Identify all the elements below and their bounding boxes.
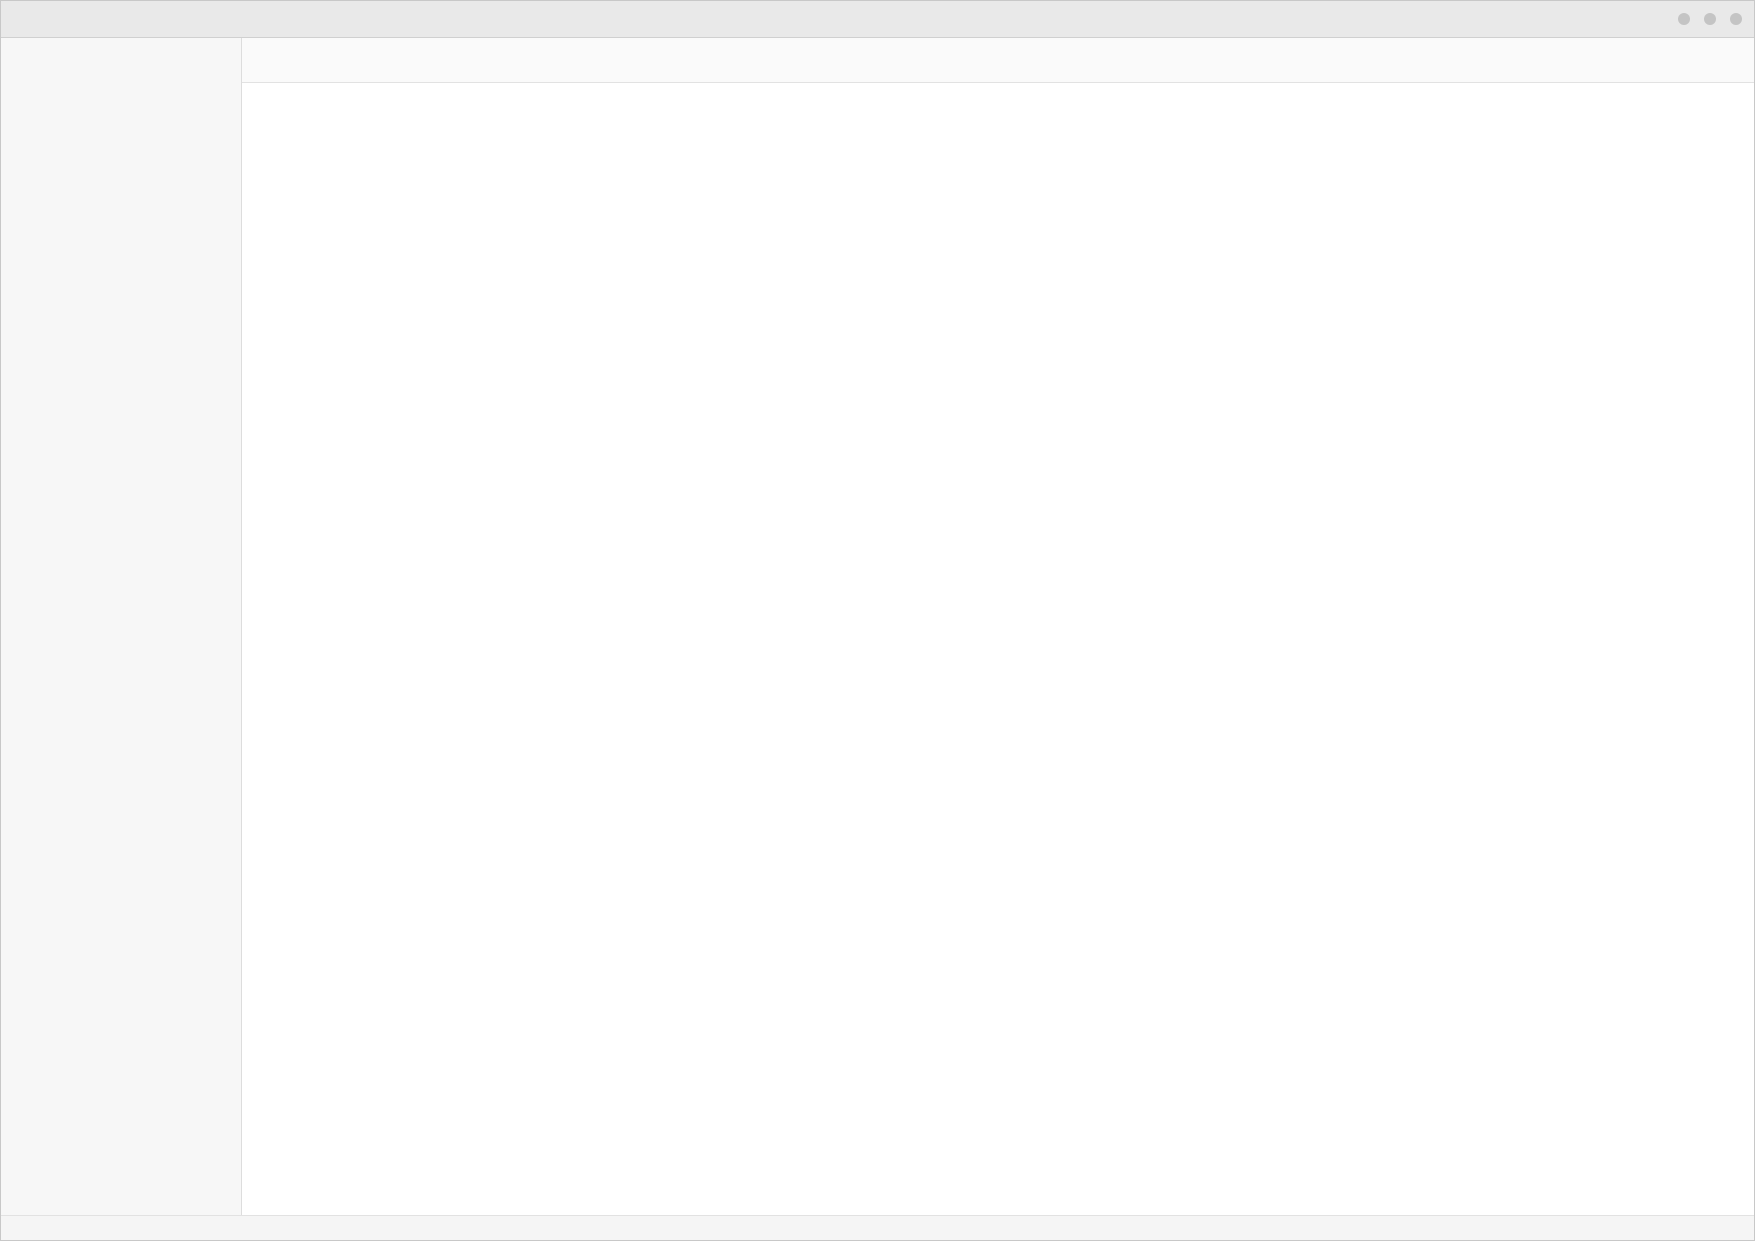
window-body (1, 38, 1754, 1215)
maximize-button[interactable] (1704, 13, 1716, 25)
title-bar (1, 1, 1754, 38)
window-controls (1678, 13, 1742, 25)
minimize-button[interactable] (1678, 13, 1690, 25)
content-area (242, 83, 1754, 1215)
main-pane (242, 38, 1754, 1215)
toolbar (242, 38, 1754, 83)
status-bar (1, 1215, 1754, 1240)
close-button[interactable] (1730, 13, 1742, 25)
sidebar (1, 38, 242, 1215)
